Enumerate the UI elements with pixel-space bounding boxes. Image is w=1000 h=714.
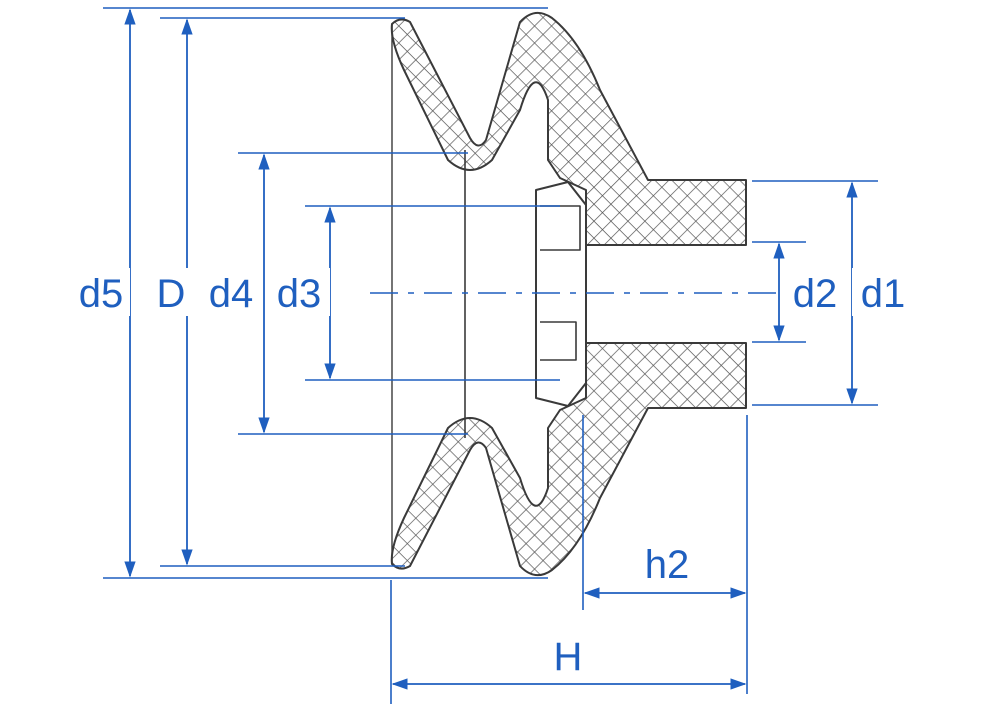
label-d3: d3: [277, 272, 322, 316]
label-d5: d5: [79, 272, 124, 316]
label-d2: d2: [793, 272, 838, 316]
upper-lip: [390, 11, 747, 246]
label-D: D: [157, 272, 186, 316]
dimension-labels: d5 D d4 d3 d2 d1 h2 H: [72, 268, 914, 679]
lower-lip: [390, 342, 747, 577]
label-h2: h2: [645, 543, 690, 587]
fitting-insert: [535, 181, 587, 407]
cup-body: [390, 11, 747, 577]
label-d4: d4: [209, 272, 254, 316]
label-d1: d1: [861, 272, 906, 316]
extension-lines: [103, 7, 878, 704]
label-H: H: [554, 635, 583, 679]
fitting-notch-lower: [540, 321, 577, 361]
